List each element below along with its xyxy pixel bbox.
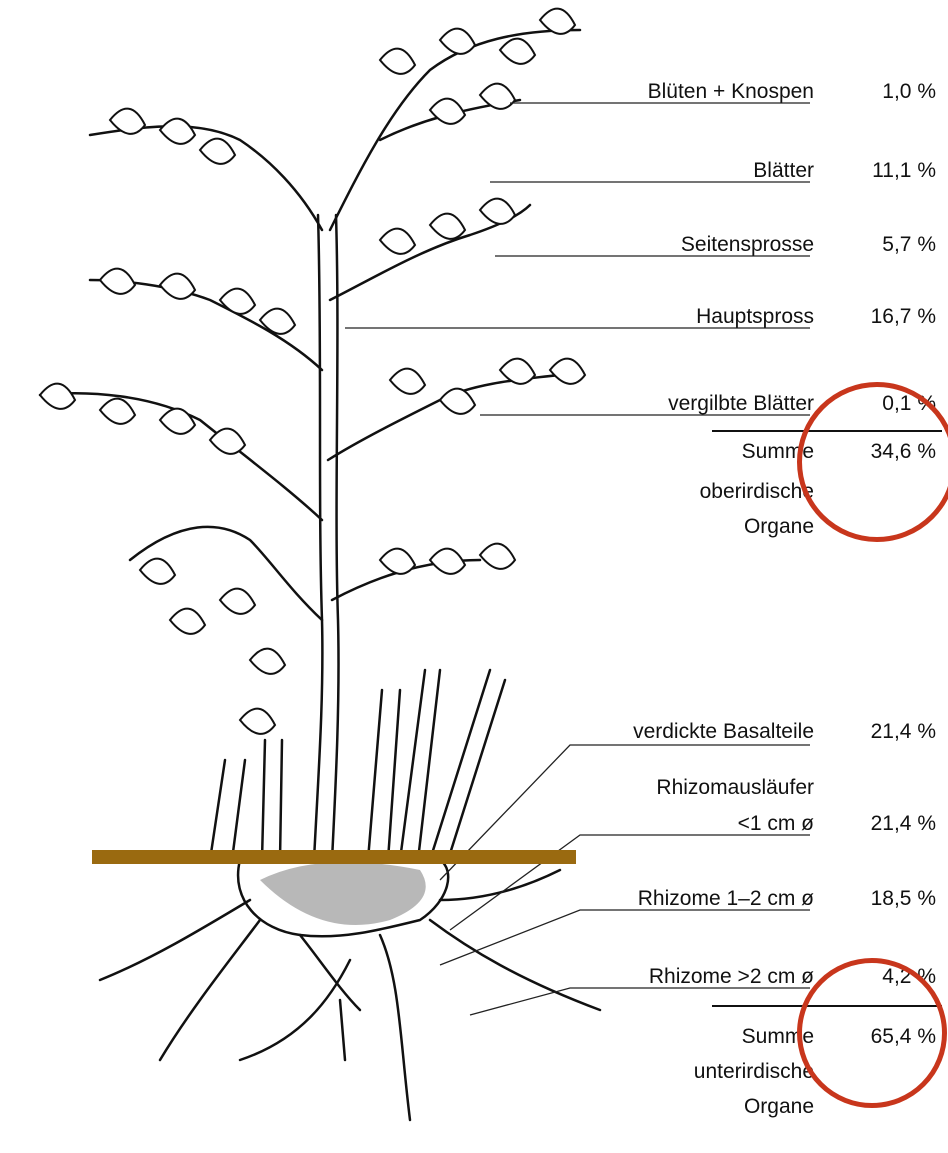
value-rhizome-runners: 21,4 % xyxy=(871,812,936,836)
label-leaves: Blätter xyxy=(753,159,814,183)
below-sum-line3: Organe xyxy=(744,1095,814,1119)
label-rhizome-runners-size: <1 cm ø xyxy=(738,812,814,836)
above-sum-line2: oberirdische xyxy=(700,480,814,504)
above-sum-line3: Organe xyxy=(744,515,814,539)
value-rhizome-1-2: 18,5 % xyxy=(871,887,936,911)
label-side-shoots: Seitensprosse xyxy=(681,233,814,257)
main-stem xyxy=(314,215,322,860)
label-rhizome-1-2: Rhizome 1–2 cm ø xyxy=(638,887,814,911)
value-main-shoot: 16,7 % xyxy=(871,305,936,329)
below-sum-line2: unterirdische xyxy=(694,1060,814,1084)
label-thickened-base: verdickte Basalteile xyxy=(633,720,814,744)
label-rhizome-runners: Rhizomausläufer xyxy=(656,776,814,800)
value-leaves: 11,1 % xyxy=(872,159,936,183)
value-thickened-base: 21,4 % xyxy=(871,720,936,744)
label-rhizome-gt2: Rhizome >2 cm ø xyxy=(649,965,814,989)
ground-level-line xyxy=(92,850,576,864)
label-flowers-buds: Blüten + Knospen xyxy=(648,80,814,104)
highlight-circle-above xyxy=(797,382,948,542)
value-side-shoots: 5,7 % xyxy=(882,233,936,257)
value-flowers-buds: 1,0 % xyxy=(882,80,936,104)
label-yellowed-leaves: vergilbte Blätter xyxy=(668,392,814,416)
highlight-circle-below xyxy=(797,958,947,1108)
label-main-shoot: Hauptspross xyxy=(696,305,814,329)
